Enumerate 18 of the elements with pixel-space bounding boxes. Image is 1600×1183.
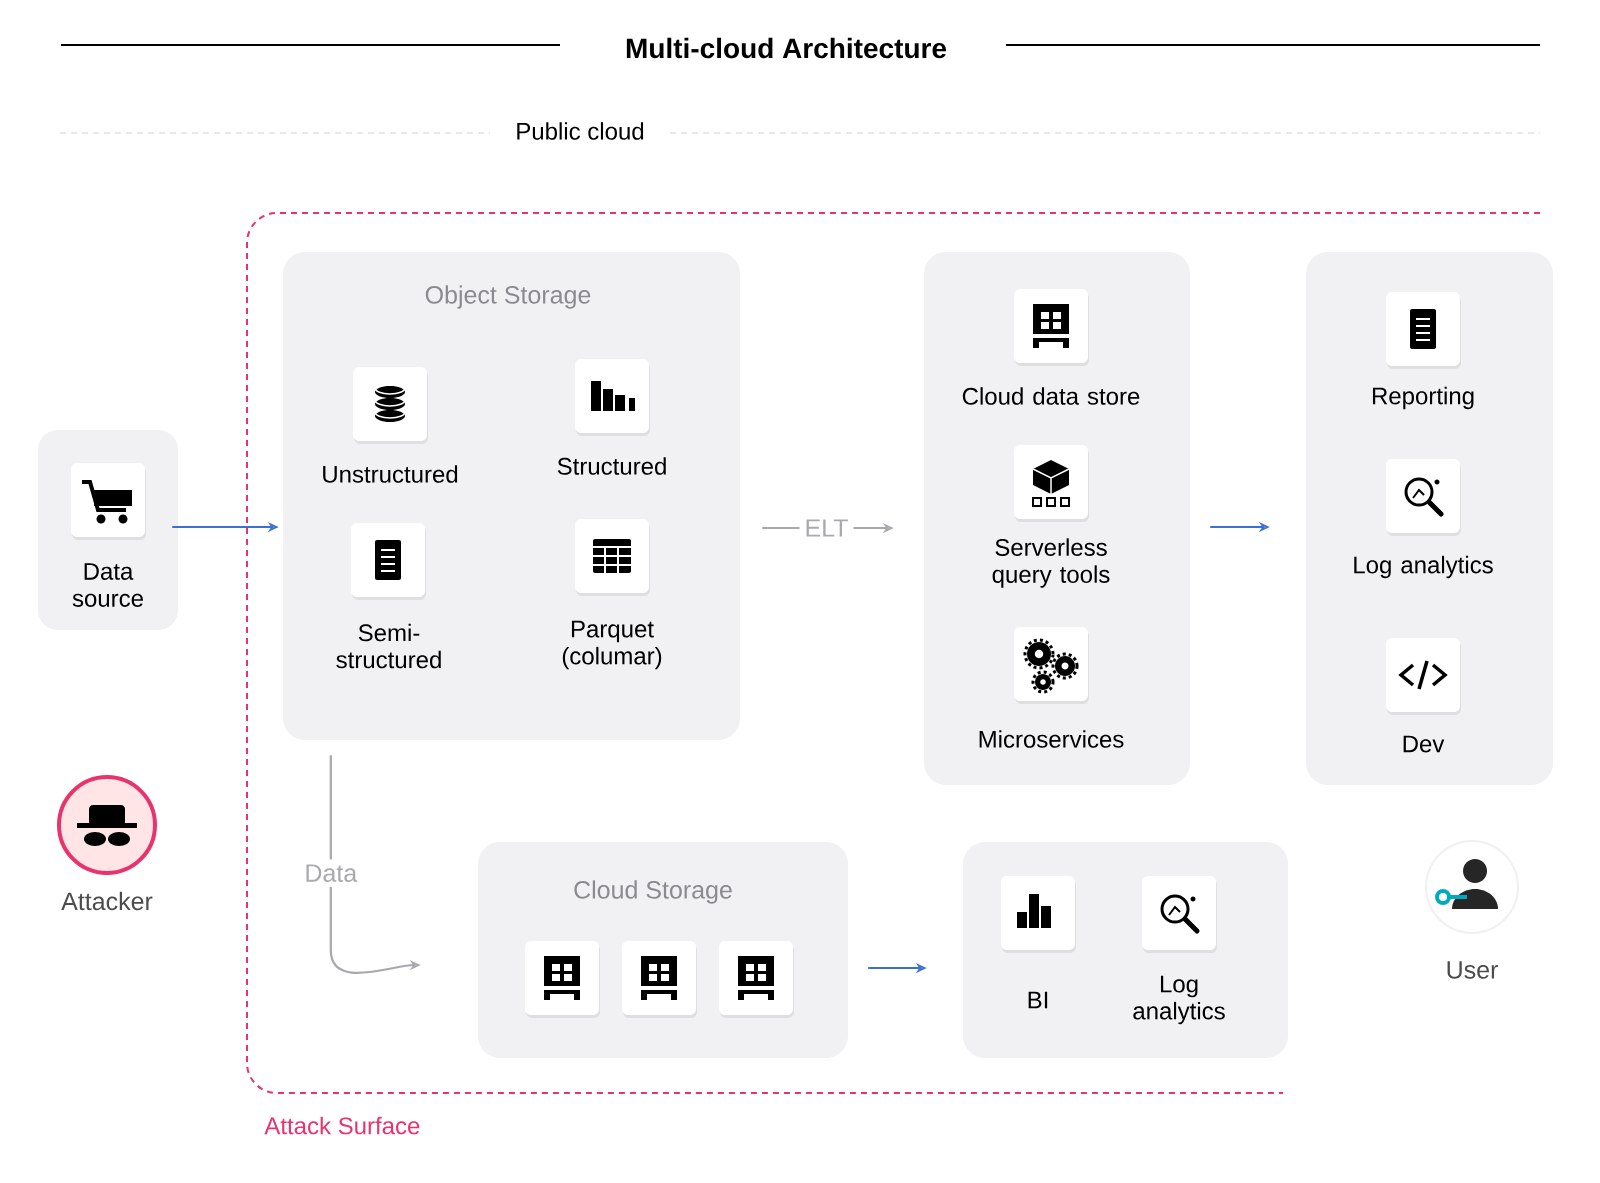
item-label: Parquet (columar)	[562, 620, 662, 670]
edge-label: Data	[299, 859, 363, 887]
label-text: Public cloud	[511, 118, 649, 144]
item-label: Log analytics	[1133, 975, 1225, 1025]
item-label: Cloud data store	[962, 387, 1140, 405]
item-label: Structured	[557, 457, 666, 475]
item-label: Dev	[1403, 735, 1445, 753]
item-label: Reporting	[1372, 386, 1474, 410]
title: Multi-cloud Architecture	[626, 37, 947, 59]
item-label: Serverless query tools	[992, 538, 1110, 588]
item-label: Data source	[72, 563, 143, 607]
edge-label: ELT	[799, 514, 854, 542]
person-label: Attacker	[61, 891, 153, 911]
item-label: Unstructured	[323, 465, 458, 483]
item-label: Log analytics	[1354, 555, 1493, 579]
item-label: BI	[1028, 991, 1048, 1009]
item-label: Microservices	[979, 730, 1124, 748]
item-label: Semi-structured	[336, 623, 441, 669]
